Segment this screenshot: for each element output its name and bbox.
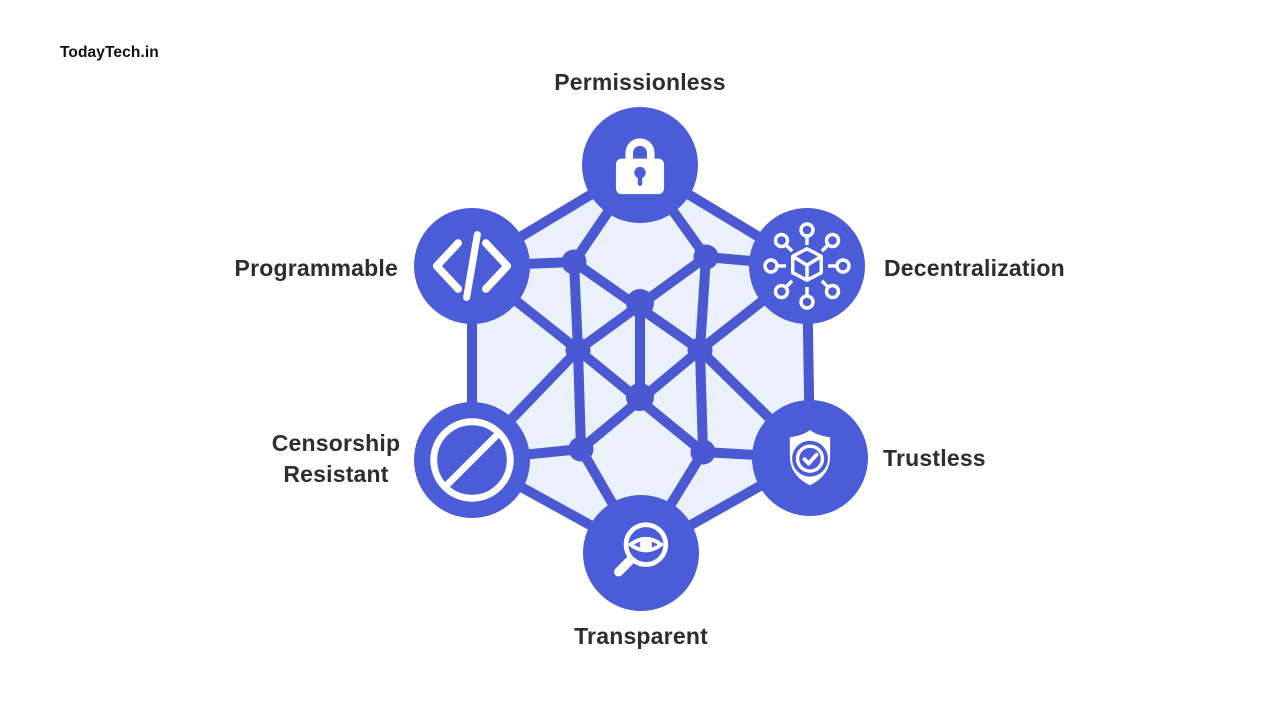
- label-censorship-resistant: Censorship Resistant: [271, 430, 401, 487]
- label-trustless: Trustless: [883, 445, 986, 471]
- node-programmable: [414, 208, 530, 324]
- node-censorship-resistant: [414, 402, 530, 518]
- label-decentralization: Decentralization: [884, 255, 1065, 281]
- brand-logo: TodayTech.in: [60, 44, 159, 61]
- network-cube-icon: [763, 222, 851, 310]
- shield-check-icon: [789, 430, 831, 486]
- label-transparent: Transparent: [574, 623, 708, 649]
- magnifier-eye-icon: [614, 522, 669, 577]
- lock-icon: [615, 138, 665, 195]
- prohibition-icon: [430, 418, 514, 502]
- node-trustless: [752, 400, 868, 516]
- node-transparent: [583, 495, 699, 611]
- node-permissionless: [582, 107, 698, 223]
- label-programmable: Programmable: [234, 255, 398, 281]
- code-brackets-icon: [432, 231, 512, 301]
- node-decentralization: [749, 208, 865, 324]
- label-permissionless: Permissionless: [554, 69, 726, 95]
